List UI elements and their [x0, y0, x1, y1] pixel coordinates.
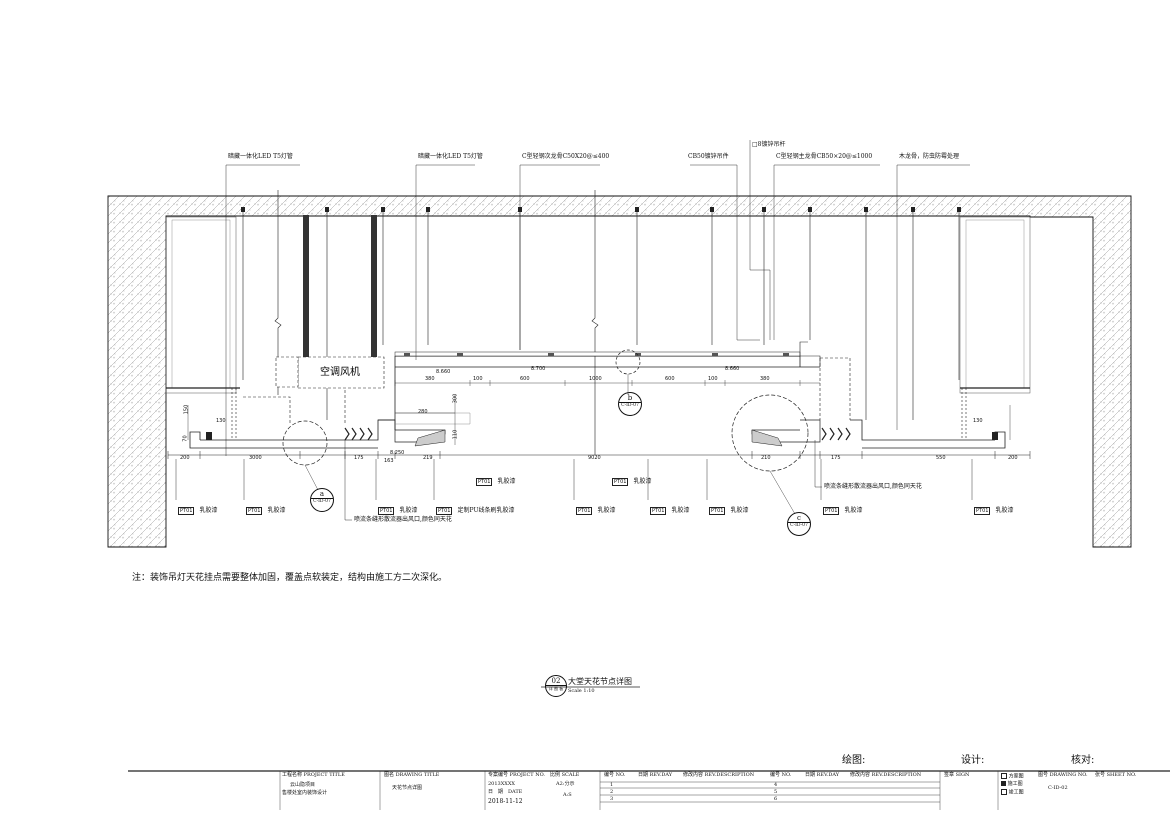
drawing-no-label: 图号 DRAWING NO.: [1038, 772, 1088, 778]
level-mark: 8.700: [531, 366, 546, 372]
dim: 100: [708, 376, 718, 382]
diffuser-left: [344, 427, 373, 441]
callout-wood-keel: 木龙骨，防虫防霉处理: [899, 153, 960, 160]
drawing-title: 大堂天花节点详图: [568, 677, 632, 686]
callout-c-main: C型轻钢主龙骨CB50×20@≤1000: [776, 153, 873, 160]
dim: 9020: [588, 455, 601, 461]
material-callout: PT01 乳胶漆: [709, 507, 749, 515]
dim: 200: [180, 455, 190, 461]
drawing-title-label: 图名 DRAWING TITLE: [384, 772, 440, 778]
level-mark: 8.250: [390, 450, 405, 456]
project-name-1: 云山隐项目: [290, 782, 316, 788]
duct-left: [303, 215, 309, 360]
project-no-value: 2013XXXX: [488, 781, 515, 787]
detail-bubble-b: b C-ID-07: [618, 392, 642, 416]
stage-option[interactable]: 竣工图: [1001, 789, 1024, 796]
material-callout: PT01 乳胶漆: [178, 507, 218, 515]
scale-value: A2:分示: [556, 781, 575, 787]
dim: 3000: [249, 455, 262, 461]
rev-row: 3: [610, 796, 614, 802]
dim: 219: [423, 455, 433, 461]
detail-bubble-a: a C-ID-07: [310, 488, 334, 512]
drawing-number-bubble: 02 详 图 板: [545, 675, 567, 697]
sheet-no-label: 张号 SHEET NO.: [1095, 772, 1137, 778]
callout-cb50: CB50镀锌吊件: [688, 153, 729, 160]
diffuser-right: [821, 427, 851, 441]
callout-c-joist: C型轻钢次龙骨C50X20@≤400: [522, 153, 610, 160]
rev-row: 4: [774, 782, 778, 788]
level-mark: 8.660: [725, 366, 740, 372]
level-mark: 8.660: [436, 369, 451, 375]
hanger-rods: [242, 210, 960, 420]
dim: 300: [452, 393, 459, 404]
material-callout: PT01 乳胶漆: [650, 507, 690, 515]
rev-date-label: 日期 REV.DAY: [638, 772, 673, 778]
ac-unit-label: 空调风机: [320, 365, 360, 378]
dim: 1000: [589, 376, 602, 382]
callout-diffuser-left: 喷流条缝形散流器出风口,颜色同天花: [354, 516, 452, 523]
rev-desc-label: 修改内容 REV.DESCRIPTION: [683, 772, 755, 778]
material-callout: PT01 乳胶漆: [246, 507, 286, 515]
dim: 380: [760, 376, 770, 382]
ac-unit: [297, 356, 385, 389]
dim: 380: [425, 376, 435, 382]
dim: 110: [452, 429, 459, 440]
rev-no-label-2: 编号 NO.: [770, 772, 792, 778]
dim: 130: [973, 418, 983, 424]
concrete-structure: [107, 195, 1132, 548]
rev-date-label-2: 日期 REV.DAY: [805, 772, 840, 778]
stage-option[interactable]: 方案图: [1001, 773, 1024, 780]
dim: 70: [182, 435, 189, 442]
drawing-no-value: C-ID-02: [1048, 785, 1068, 791]
material-callout: PT01 乳胶漆: [476, 478, 516, 486]
dim: 163: [384, 458, 394, 464]
design-label: 设计:: [961, 755, 985, 766]
dim: 175: [831, 455, 841, 461]
dim: 210: [761, 455, 771, 461]
duct-right: [371, 215, 377, 360]
callout-led-left: 暗藏一体化LED T5灯管: [228, 153, 293, 160]
dim: 600: [520, 376, 530, 382]
material-callout: PT01 乳胶漆: [612, 478, 652, 486]
dim: 130: [216, 418, 226, 424]
drawing-title-value: 天花节点详图: [392, 785, 423, 791]
material-callout: PT01 乳胶漆: [823, 507, 863, 515]
rev-desc-label-2: 修改内容 REV.DESCRIPTION: [850, 772, 922, 778]
rev-no-label: 编号 NO.: [604, 772, 626, 778]
dim: 600: [665, 376, 675, 382]
material-callout: PT01 乳胶漆: [378, 507, 418, 515]
dim: 150: [183, 404, 190, 415]
dim: 100: [473, 376, 483, 382]
dim: 550: [936, 455, 946, 461]
rev-row: 6: [774, 796, 778, 802]
drawing-scale: Scale 1:10: [568, 688, 595, 694]
dim: 200: [1008, 455, 1018, 461]
date-label: 日 期 DATE: [488, 789, 523, 795]
draw-label: 绘图:: [842, 755, 866, 766]
detail-bubble-c: c C-ID-07: [787, 512, 811, 536]
project-title-label: 工程名称 PROJECT TITLE: [282, 772, 345, 778]
material-callout-special: PT01 定制PU线条刷乳胶漆: [436, 507, 515, 515]
rev-row: 5: [774, 789, 778, 795]
dim: 280: [418, 409, 428, 415]
callout-diffuser-right: 喷流条缝形散流器出风口,颜色同天花: [824, 483, 922, 490]
sign-label: 签章 SIGN: [944, 772, 970, 778]
rev-row: 2: [610, 789, 614, 795]
dim: 175: [354, 455, 364, 461]
project-no-label: 专案编号 PROJECT NO.: [488, 772, 545, 778]
callout-led-center: 暗藏一体化LED T5灯管: [418, 153, 483, 160]
check-label: 核对:: [1071, 755, 1095, 766]
material-callout: PT01 乳胶漆: [576, 507, 616, 515]
general-note: 注：装饰吊灯天花挂点需要整体加固，覆盖点软装定，结构由施工方二次深化。: [132, 573, 448, 583]
date-value: 2018-11-12: [488, 798, 523, 805]
scale-label: 比例 SCALE: [550, 772, 580, 778]
material-callout: PT01 乳胶漆: [974, 507, 1014, 515]
scale-value-2: A:S: [563, 792, 572, 798]
project-name-2: 售楼处室内装饰设计: [282, 790, 328, 796]
callout-hanger-rod: □8镀锌吊杆: [752, 141, 786, 148]
stage-option-checked[interactable]: 施工图: [1001, 781, 1023, 787]
rev-row: 1: [610, 782, 614, 788]
